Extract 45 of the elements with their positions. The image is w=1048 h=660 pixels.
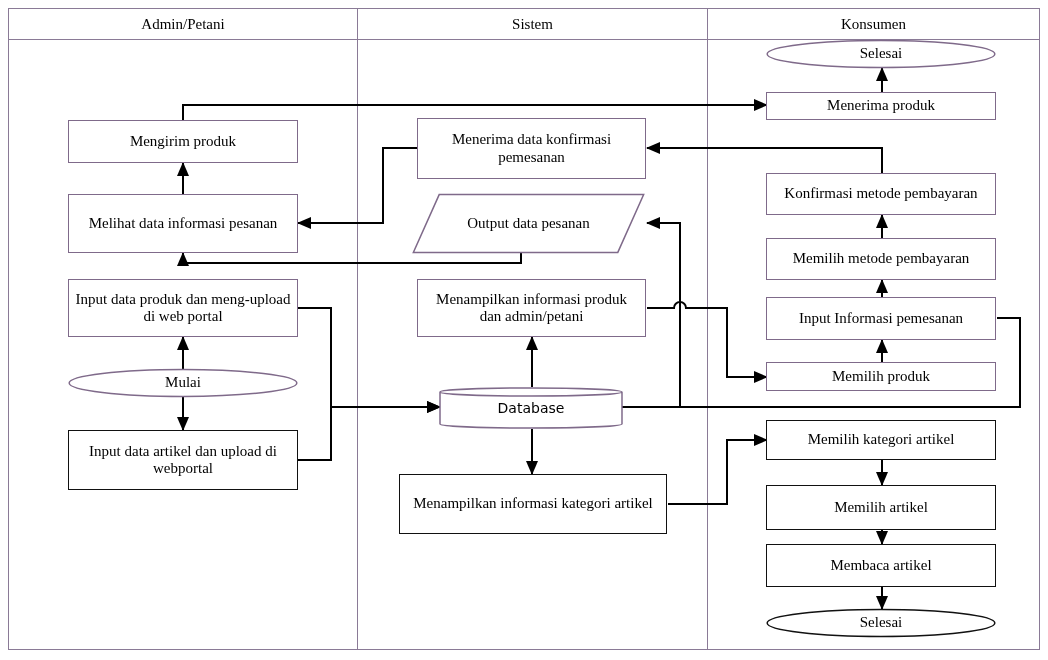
arrow xyxy=(646,217,1021,408)
process-box: Memilih produk xyxy=(766,362,996,391)
process-box: Menampilkan informasi produk dan admin/petani xyxy=(417,279,646,337)
process-box: Menerima produk xyxy=(766,92,996,120)
process-box: Input data artikel dan upload di webportal xyxy=(68,430,298,490)
swimlane xyxy=(708,8,1040,650)
process-box: Membaca artikel xyxy=(766,544,996,587)
process-box: Mengirim produk xyxy=(68,120,298,163)
arrow xyxy=(526,336,538,388)
arrow xyxy=(646,301,768,383)
process-box: Input data produk dan meng-upload di web portal xyxy=(68,279,298,337)
arrow xyxy=(876,339,888,363)
process-box: Memilih kategori artikel xyxy=(766,420,996,460)
lane-title: Sistem xyxy=(358,9,707,40)
arrow xyxy=(646,142,883,174)
arrow xyxy=(876,279,888,298)
process-box: Melihat data informasi pesanan xyxy=(68,194,298,253)
process-box: Memilih artikel xyxy=(766,485,996,530)
process-box: Konfirmasi metode pembayaran xyxy=(766,173,996,215)
lane-title: Admin/Petani xyxy=(9,9,357,40)
arrow xyxy=(667,434,768,505)
arrow xyxy=(876,459,888,486)
process-box: Input Informasi pemesanan xyxy=(766,297,996,340)
process-box: Menerima data konfirmasi pemesanan xyxy=(417,118,646,179)
arrow xyxy=(182,99,768,121)
arrow xyxy=(876,586,888,610)
data-parallelogram: Output data pesanan xyxy=(411,194,646,253)
arrow xyxy=(876,529,888,545)
swimlane xyxy=(358,8,708,650)
arrow xyxy=(876,67,888,93)
arrow xyxy=(177,396,189,431)
arrow xyxy=(526,428,538,475)
database-cylinder: Database xyxy=(439,387,623,429)
process-box: Menampilkan informasi kategori artikel xyxy=(399,474,667,534)
arrow xyxy=(876,214,888,239)
arrow xyxy=(177,336,189,370)
arrow xyxy=(297,147,419,229)
arrow xyxy=(297,401,441,461)
terminator-ellipse: Selesai xyxy=(766,609,996,637)
process-box: Memilih metode pembayaran xyxy=(766,238,996,280)
terminator-ellipse: Selesai xyxy=(766,40,996,68)
swimlane xyxy=(8,8,358,650)
arrow xyxy=(177,162,189,195)
terminator-ellipse: Mulai xyxy=(68,369,298,397)
arrow xyxy=(177,252,522,266)
